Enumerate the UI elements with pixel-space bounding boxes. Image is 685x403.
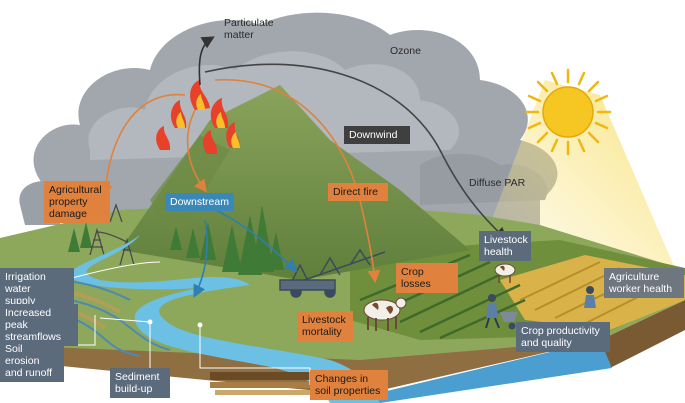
fire-icon [156, 80, 241, 154]
label-diffuse-par: Diffuse PAR [469, 177, 526, 189]
center-pivot-irrigation-icon [279, 248, 386, 298]
leader-lines [71, 261, 311, 385]
label-livestock-health: Livestock health [479, 231, 531, 261]
sediment-layer [210, 372, 320, 395]
label-changes-in-soil-properties: Changes in soil properties [310, 370, 388, 400]
label-irrigation-water-supply: Irrigation water supply [0, 268, 74, 310]
direct-fire-arrow [214, 79, 381, 284]
label-sediment-build-up: Sediment build-up [110, 368, 170, 398]
sun-icon [524, 68, 612, 156]
label-direct-fire: Direct fire [328, 183, 388, 201]
farmer-icon [485, 286, 596, 329]
label-agricultural-property-damage: Agricultural property damage [44, 181, 110, 223]
label-particulate-matter: Particulate matter [224, 17, 274, 41]
power-pylon-icon [89, 203, 135, 266]
label-downwind: Downwind [344, 126, 410, 144]
downstream-branch-arrow [193, 219, 208, 298]
river [69, 235, 381, 403]
label-soil-erosion-and-runoff: Soil erosion and runoff [0, 340, 64, 382]
label-crop-losses: Crop losses [396, 263, 458, 293]
fire-to-property-arrow [99, 93, 186, 199]
cow-icon [363, 263, 516, 331]
label-agriculture-worker-health: Agriculture worker health [604, 268, 684, 298]
label-ozone: Ozone [390, 45, 421, 57]
label-livestock-mortality: Livestock mortality [297, 311, 353, 341]
label-crop-productivity-and-quality: Crop productivity and quality [516, 322, 610, 352]
pathway-arrows [99, 36, 508, 298]
downwind-arrow [204, 63, 508, 241]
terrain-right-face [600, 300, 685, 368]
water-side [370, 340, 612, 403]
tree-icon [68, 205, 284, 275]
wheelbarrow-icon [500, 312, 518, 330]
label-downstream: Downstream [165, 193, 234, 211]
fire-to-downstream-arrow [186, 109, 207, 193]
particulate-arrow [198, 36, 215, 86]
